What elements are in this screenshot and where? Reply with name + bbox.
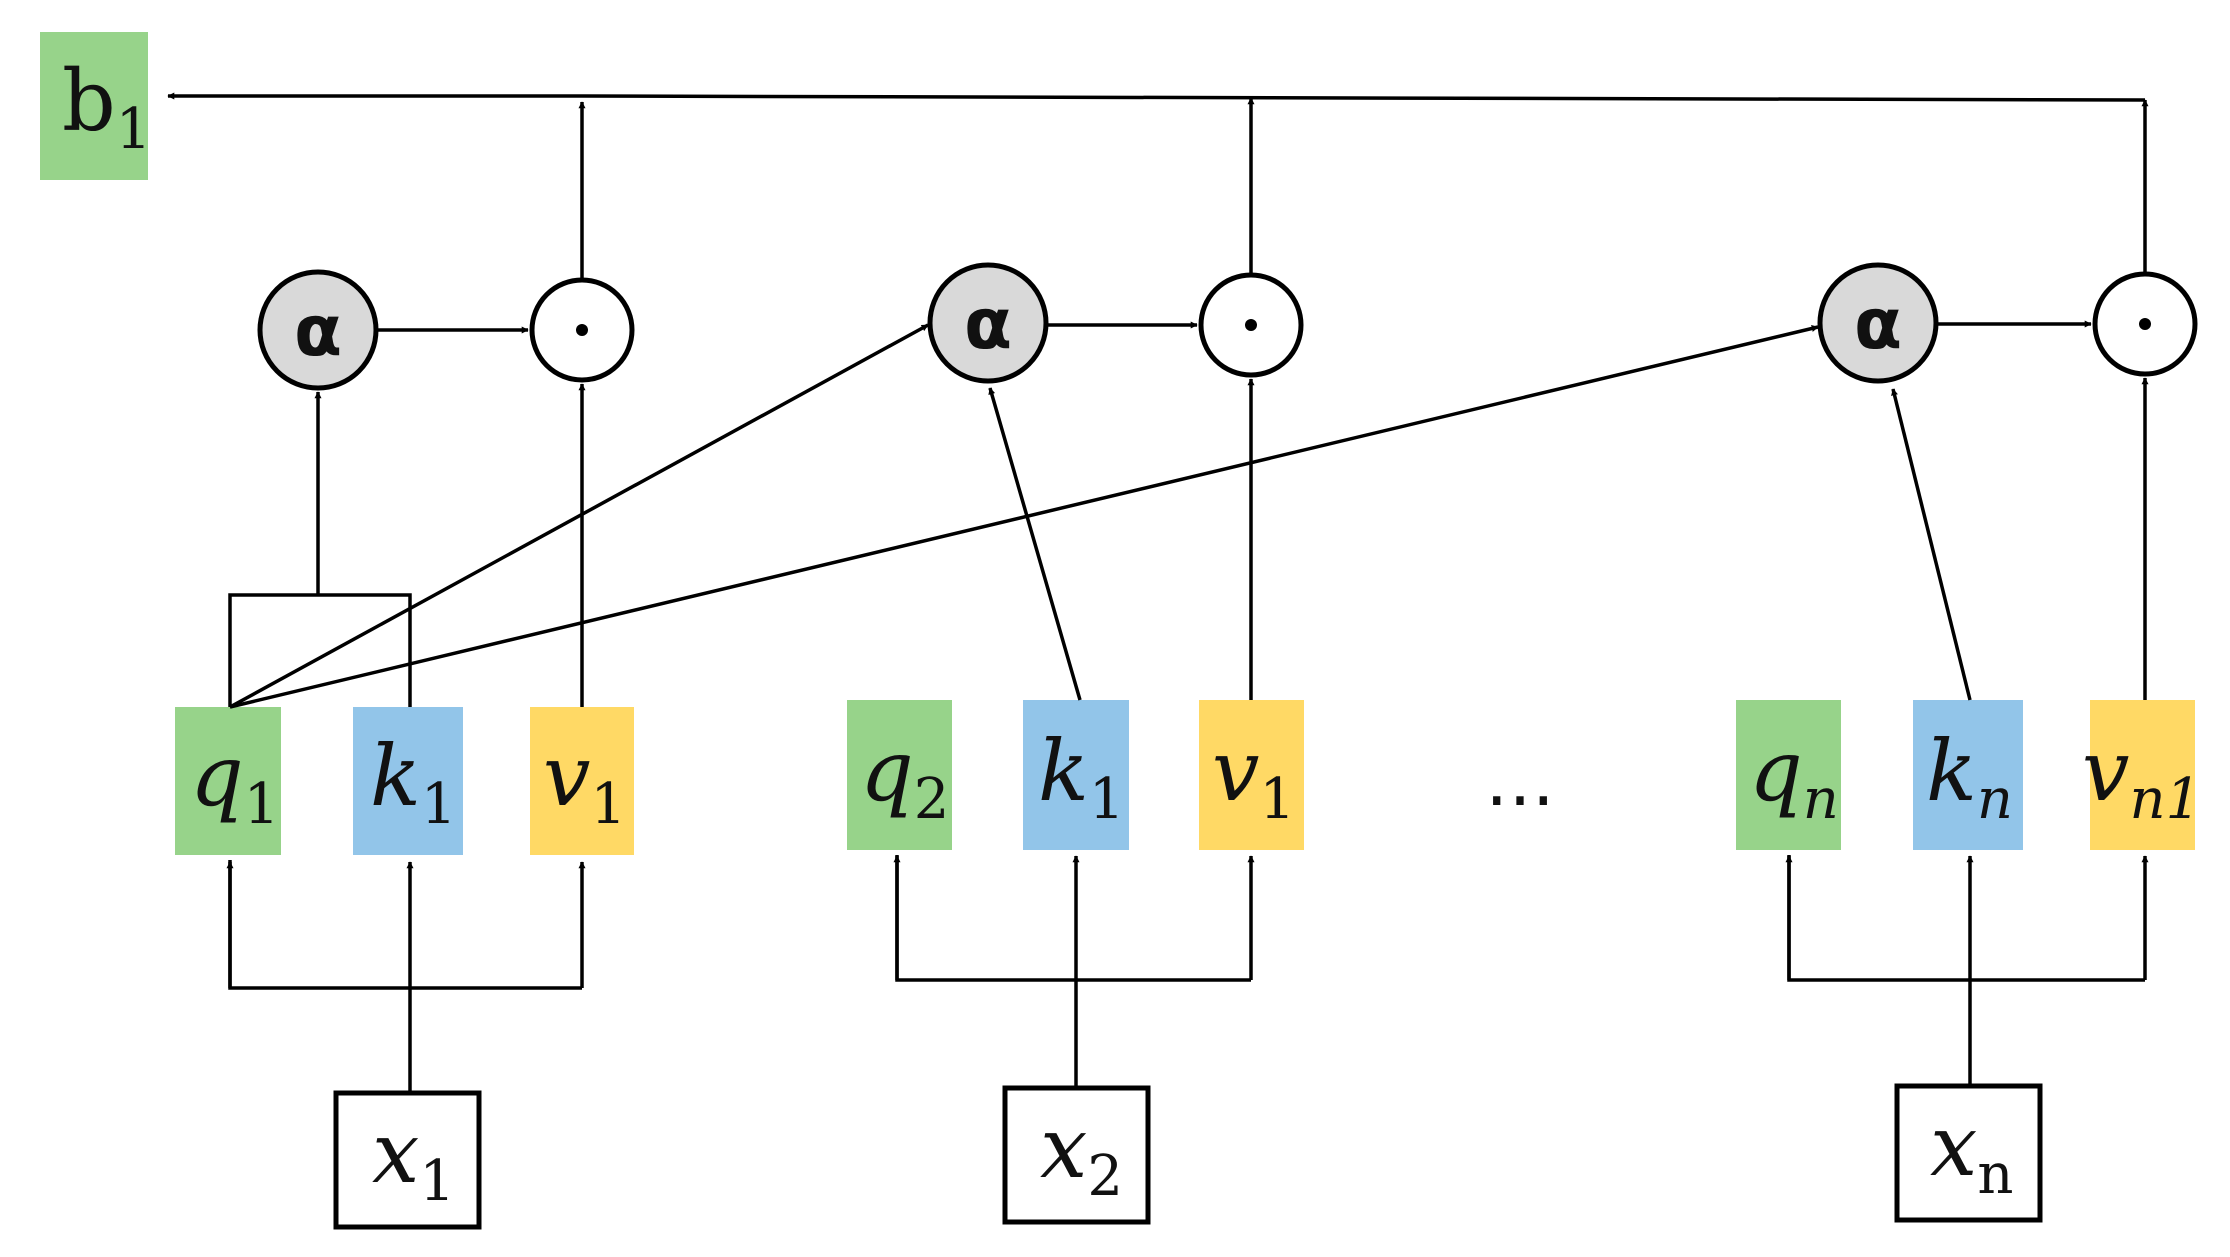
q-label-2: q2 — [860, 722, 949, 832]
output-box — [40, 32, 148, 180]
input-label-n: xn — [1930, 1097, 2013, 1207]
v-label-1: v1 — [543, 727, 626, 837]
q-box-2 — [847, 700, 952, 850]
q-label-n: qn — [1749, 722, 1839, 832]
output-base: b — [62, 52, 116, 150]
group-1: α q1 k1 v1 x1 — [175, 269, 1819, 1230]
group-n: α qn kn vn1 xn — [1736, 262, 2201, 1223]
dot-icon-n — [2139, 318, 2151, 330]
k-label-1: k1 — [370, 727, 457, 837]
alpha-node-2 — [927, 262, 1049, 384]
dot-icon-1 — [576, 324, 588, 336]
output-label: b1 — [62, 52, 151, 162]
input-label-1: x1 — [372, 1104, 455, 1214]
k-box-1 — [353, 707, 463, 855]
v-label-2: v1 — [1212, 722, 1295, 832]
ellipsis: … — [1485, 740, 1555, 822]
summation-lines — [167, 92, 2149, 296]
v-label-n: vn1 — [2082, 722, 2201, 832]
v-box-2 — [1199, 700, 1304, 850]
input-label-2: x2 — [1040, 1099, 1123, 1209]
input-box-1 — [333, 1090, 482, 1230]
group-2: α q2 k1 v1 x2 — [847, 262, 1304, 1225]
input-box-2 — [1002, 1085, 1151, 1225]
k-box-2 — [1023, 700, 1129, 850]
k-label-2: k1 — [1038, 722, 1125, 832]
q-box-1 — [175, 707, 281, 855]
q-label-1: q1 — [190, 727, 279, 837]
alpha-symbol-2: α — [964, 283, 1012, 365]
alpha-symbol-1: α — [294, 290, 342, 372]
v-box-n — [2090, 700, 2195, 850]
k-label-n: kn — [1926, 722, 2013, 832]
k-box-n — [1913, 700, 2023, 850]
dot-icon-2 — [1245, 319, 1257, 331]
output-sub: 1 — [116, 97, 152, 162]
alpha-symbol-n: α — [1854, 283, 1902, 365]
v-box-1 — [530, 707, 634, 855]
q-box-n — [1736, 700, 1841, 850]
